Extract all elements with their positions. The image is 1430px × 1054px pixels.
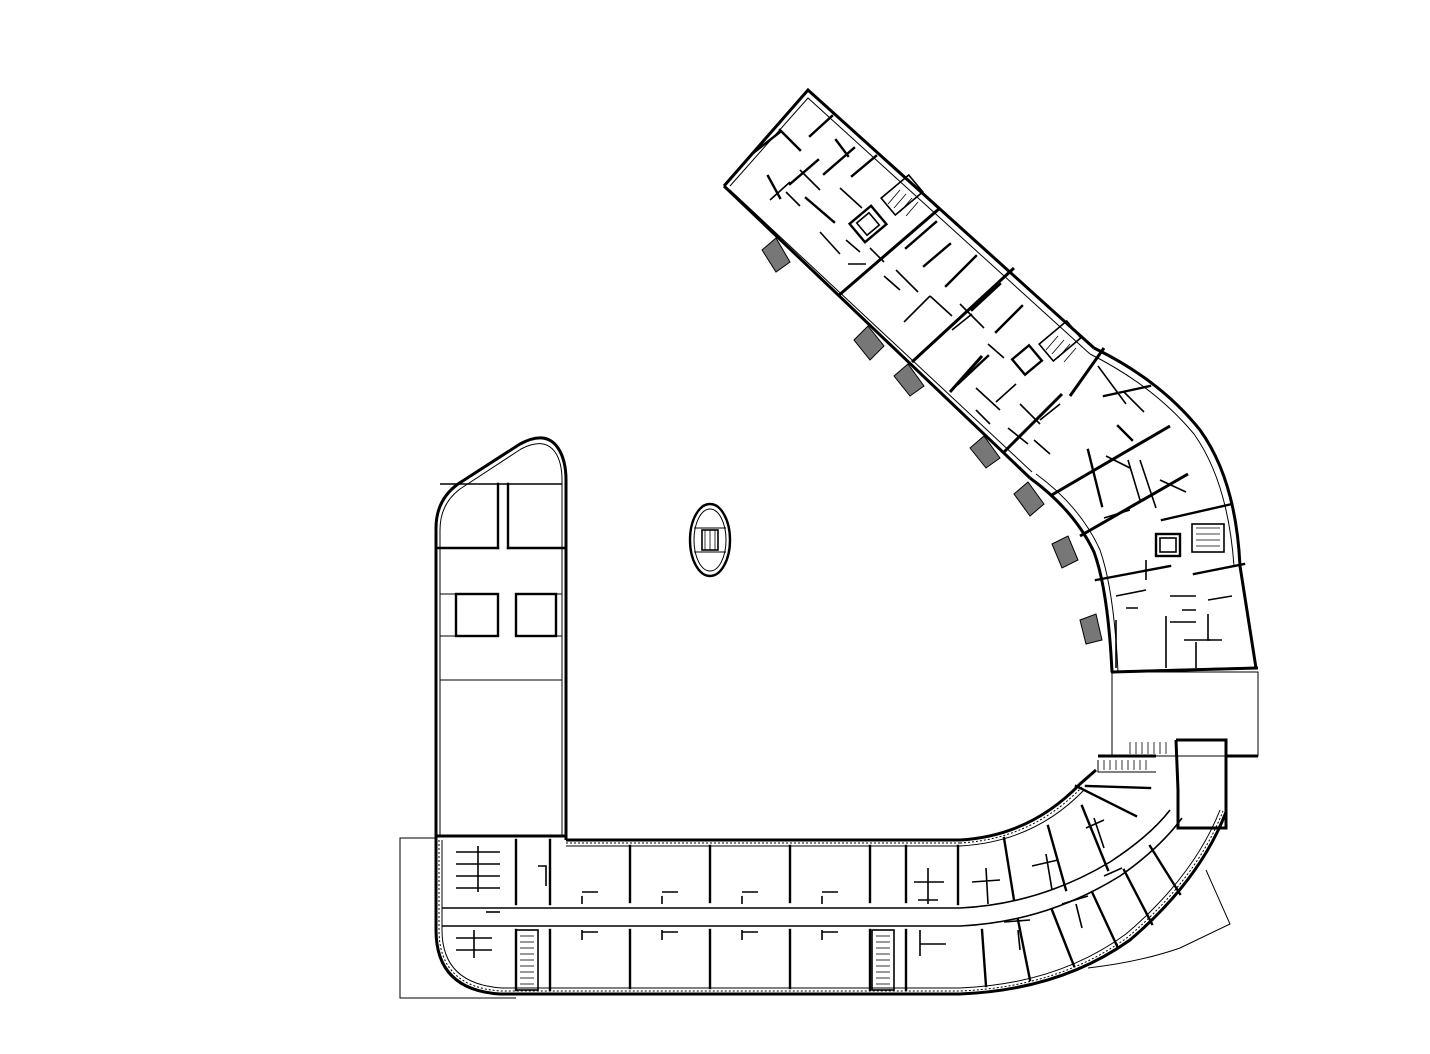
diagonal-wing-core-1 <box>847 204 889 244</box>
south-east-core <box>1074 666 1259 830</box>
south-wing-west-stairs <box>456 846 895 991</box>
west-wing-room-b <box>514 592 558 638</box>
diagonal-wing-stair-1 <box>880 173 924 217</box>
curved-wing-outer-wall <box>1093 346 1258 669</box>
balconies <box>761 237 1103 645</box>
south-east-terrace-outline <box>1087 869 1231 969</box>
balcony-5 <box>1013 481 1045 517</box>
courtyard-facade-texture <box>438 786 1224 992</box>
balcony-6 <box>1051 535 1079 569</box>
balcony-1 <box>761 237 791 273</box>
south-wing <box>399 768 1228 999</box>
diagonal-north-wing <box>722 87 1096 480</box>
curved-east-wing <box>1029 346 1258 674</box>
central-stair-pod <box>688 502 732 578</box>
south-wing-courtyard-wall <box>566 768 1097 842</box>
diagonal-wing-stair-2 <box>1038 319 1082 363</box>
curved-wing-shaft <box>1154 532 1182 558</box>
stair-pod-outline <box>688 502 732 578</box>
diagonal-wing-outer-wall <box>722 87 1096 350</box>
diagonal-wing-inner-wall <box>722 184 1032 480</box>
west-wing-room-a <box>454 592 500 638</box>
balcony-3 <box>893 363 925 397</box>
west-wing-outer-wall <box>434 436 568 840</box>
bathroom-marks-south <box>581 867 1123 956</box>
bathroom-marks-north <box>538 817 1105 905</box>
curved-wing-stair <box>1191 523 1225 553</box>
connector-stair <box>1103 742 1167 770</box>
balcony-2 <box>853 325 885 361</box>
balcony-4 <box>969 435 1001 469</box>
diagonal-wing-core-2 <box>1010 343 1044 377</box>
south-wing-terrace-outline <box>399 837 516 999</box>
balcony-7 <box>1079 613 1103 645</box>
curved-wing-inner-wall <box>1029 476 1114 673</box>
west-tower-wing <box>434 436 568 840</box>
south-wing-outer-wall <box>434 811 1228 996</box>
